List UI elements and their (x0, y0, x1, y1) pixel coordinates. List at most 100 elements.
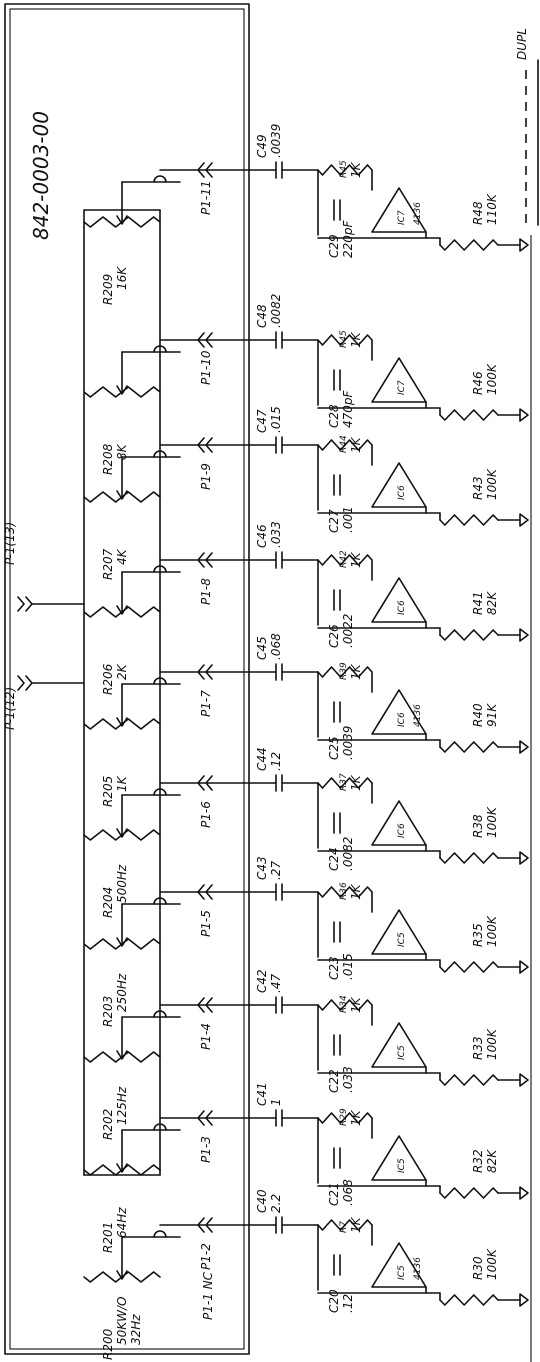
pin-arrow (197, 332, 205, 348)
fb-cap-ref: C23 (327, 956, 341, 980)
pin-label: P1-9 (199, 463, 213, 490)
in-resistor-ref: R44 (339, 435, 349, 453)
pin-label: P1-3 (199, 1136, 213, 1163)
fb-cap-value: .033 (341, 1066, 355, 1093)
ic-ref: IC7 (397, 380, 407, 395)
cap-ref: C41 (255, 1082, 269, 1106)
input-resistor (317, 777, 373, 789)
input-resistor (317, 1219, 373, 1231)
pot-freq: 32Hz (129, 1314, 143, 1345)
crossover-hump (153, 450, 167, 458)
output-arrow (519, 238, 529, 252)
connector-p1-13: P-1(13) (3, 522, 85, 612)
in-resistor-ref: R42 (339, 550, 349, 568)
in-resistor-value: 1K (349, 551, 363, 568)
op-amp (371, 909, 427, 955)
output-resistor (439, 852, 499, 864)
input-resistor (317, 886, 373, 898)
out-resistor-value: 100K (485, 806, 499, 838)
ic-type: 4136 (413, 1257, 423, 1280)
fb-cap-ref: C22 (327, 1069, 341, 1093)
input-resistor (317, 164, 373, 176)
crossover-hump (153, 1010, 167, 1018)
in-resistor-value: 1K (349, 663, 363, 680)
output-arrow (519, 628, 529, 642)
ic-ref: IC6 (397, 823, 407, 838)
pot-value: 2K (115, 663, 129, 680)
out-resistor-value: 100K (485, 1248, 499, 1280)
cap-ref: C48 (255, 304, 269, 328)
output-resistor (439, 514, 499, 526)
in-resistor-ref: R45 (339, 330, 349, 348)
pin-label: P1-5 (199, 910, 213, 937)
cap-value: .0039 (269, 124, 283, 158)
pin-arrow-2 (205, 437, 213, 453)
out-resistor-ref: R41 (471, 591, 485, 615)
pot-wiper-arrow (116, 490, 128, 500)
in-resistor-ref: R45 (339, 160, 349, 178)
out-resistor-ref: R46 (471, 371, 485, 395)
output-resistor (439, 1187, 499, 1199)
pin-label: P1-6 (199, 801, 213, 828)
ic-ref: IC6 (397, 485, 407, 500)
output-resistor (439, 239, 499, 251)
dup-label: DUPL (515, 28, 529, 60)
ic-ref: IC5 (397, 1158, 407, 1173)
pin-arrow-2 (205, 664, 213, 680)
crossover-hump (153, 565, 167, 573)
out-resistor-value: 100K (485, 915, 499, 947)
pot-wiper-arrow (116, 215, 128, 225)
op-amp (371, 689, 427, 735)
pin-arrow-2 (205, 775, 213, 791)
out-resistor-ref: R40 (471, 703, 485, 727)
out-resistor-value: 82K (485, 1149, 499, 1173)
pot-ref: R202 (101, 1109, 115, 1140)
in-resistor-value: 1K (349, 883, 363, 900)
pin-arrow-2 (205, 162, 213, 178)
ic-type: 4136 (413, 202, 423, 225)
in-resistor-value: 1K (349, 1216, 363, 1233)
in-resistor-value: 1K (349, 774, 363, 791)
in-resistor-ref: R36 (339, 882, 349, 900)
board-outline-inner (9, 8, 245, 1350)
cap-ref: C40 (255, 1189, 269, 1213)
output-arrow (519, 740, 529, 754)
cap-value: 2.2 (269, 1194, 283, 1213)
pin-arrow-2 (205, 552, 213, 568)
in-resistor-ref: R7 (339, 1221, 349, 1233)
fb-cap-ref: C28 (327, 404, 341, 428)
cap-value: .27 (269, 861, 283, 880)
pin-arrow-2 (205, 1217, 213, 1233)
fb-cap-value: .12 (341, 1294, 355, 1313)
pin-arrow (197, 775, 205, 791)
fb-cap-value: .015 (341, 953, 355, 980)
op-amp (371, 1135, 427, 1181)
connector-p1-13-label: P-1(13) (3, 522, 17, 565)
pot-ref: R200 (101, 1328, 115, 1360)
out-resistor-ref: R38 (471, 814, 485, 838)
input-resistor (317, 666, 373, 678)
out-resistor-ref: R35 (471, 923, 485, 947)
output-resistor (439, 1294, 499, 1306)
output-resistor (439, 409, 499, 421)
crossover-hump (153, 345, 167, 353)
pin-arrow (197, 664, 205, 680)
ic-ref: IC5 (397, 1265, 407, 1280)
board-outline-outer (4, 3, 250, 1355)
output-arrow (519, 851, 529, 865)
pin-label: P1-10 (199, 350, 213, 385)
fb-cap-value: .001 (341, 506, 355, 533)
output-resistor (439, 741, 499, 753)
pot-ref: R208 (101, 443, 115, 475)
pot-value: 1K (115, 775, 129, 792)
pot-wiper-arrow (116, 937, 128, 947)
pot-ref: R206 (101, 663, 115, 695)
pin-arrow (197, 552, 205, 568)
cap-ref: C43 (255, 856, 269, 880)
pot-wiper-arrow (116, 717, 128, 727)
